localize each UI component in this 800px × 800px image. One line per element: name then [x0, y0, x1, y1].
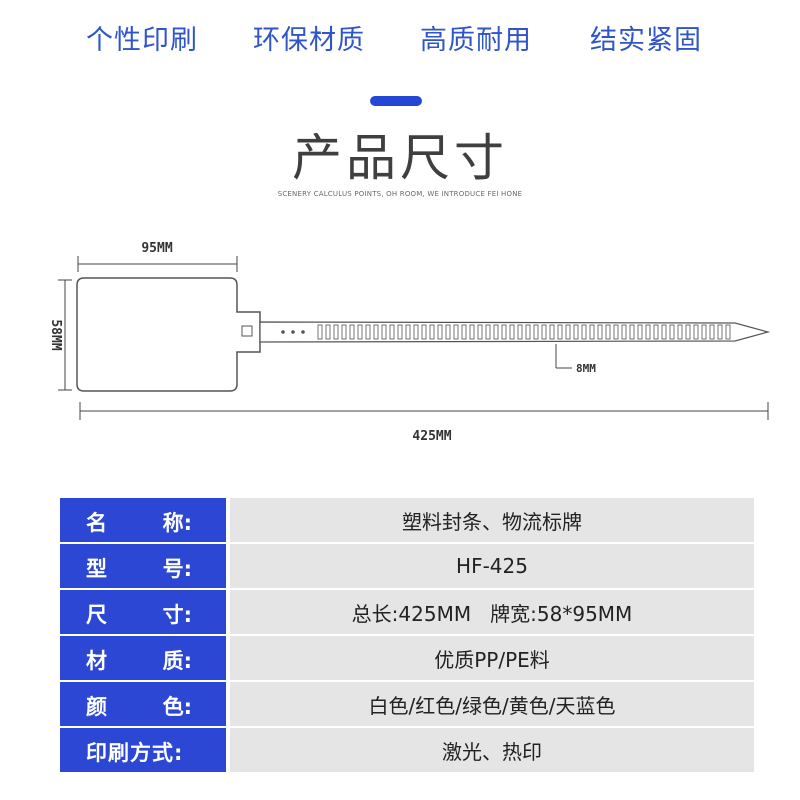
strap-tooth [397, 324, 403, 340]
strap-tooth [437, 324, 443, 340]
strap-tooth [613, 324, 619, 340]
tag-width-label: 95MM [141, 241, 172, 256]
strap-width-label: 8MM [576, 362, 596, 375]
strap-tooth [717, 324, 723, 340]
strap-tooth [501, 324, 507, 340]
strap-tooth [685, 324, 691, 340]
strap-tooth [557, 324, 563, 340]
spec-table: 名 称: 塑料封条、物流标牌 型 号: HF-425 尺 寸: 总长:425MM… [60, 498, 754, 774]
feature-secure: 结实紧固 [590, 25, 702, 56]
spec-label: 印刷方式: [60, 728, 226, 772]
spec-value: 激光、热印 [230, 728, 754, 772]
strap-tooth [653, 324, 659, 340]
feature-strip: 个性印刷 环保材质 高质耐用 结实紧固 [0, 18, 800, 62]
spec-row-model: 型 号: HF-425 [60, 544, 754, 588]
strap-tooth [477, 324, 483, 340]
strap-tooth [317, 324, 323, 340]
accent-bar [370, 96, 422, 106]
spec-label: 名 称: [60, 498, 226, 542]
feature-durable: 高质耐用 [420, 25, 532, 56]
spec-label: 型 号: [60, 544, 226, 588]
strap-tooth [701, 324, 707, 340]
tag-height-label: 58MM [48, 319, 63, 350]
strap-tooth [533, 324, 539, 340]
strap-tooth [413, 324, 419, 340]
strap-tooth [381, 324, 387, 340]
spec-label: 颜 色: [60, 682, 226, 726]
spec-row-size: 尺 寸: 总长:425MM 牌宽:58*95MM [60, 590, 754, 634]
strap-tooth [349, 324, 355, 340]
feature-eco-material: 环保材质 [253, 25, 365, 56]
spec-value: 白色/红色/绿色/黄色/天蓝色 [230, 682, 754, 726]
spec-row-color: 颜 色: 白色/红色/绿色/黄色/天蓝色 [60, 682, 754, 726]
strap-tooth [661, 324, 667, 340]
spec-row-printing: 印刷方式: 激光、热印 [60, 728, 754, 772]
spec-label: 尺 寸: [60, 590, 226, 634]
feature-custom-print: 个性印刷 [86, 25, 198, 56]
strap-tooth [421, 324, 427, 340]
spec-value: 塑料封条、物流标牌 [230, 498, 754, 542]
strap-tooth [517, 324, 523, 340]
strap-tooth [445, 324, 451, 340]
strap-tooth [333, 324, 339, 340]
width-dimension: 95MM [77, 241, 238, 272]
total-length-label: 425MM [412, 429, 451, 444]
strap-tooth [509, 324, 515, 340]
strap-tooth [493, 324, 499, 340]
section-subtitle: SCENERY CALCULUS POINTS, OH ROOM, WE INT… [277, 190, 523, 198]
spec-value: 优质PP/PE料 [230, 636, 754, 680]
spec-label: 材 质: [60, 636, 226, 680]
strap-tooth [405, 324, 411, 340]
strap-tooth [621, 324, 627, 340]
strap-tooth [429, 324, 435, 340]
length-dimension: 425MM [79, 402, 769, 444]
strap-tooth [589, 324, 595, 340]
strap-tooth [389, 324, 395, 340]
strap-tooth [669, 324, 675, 340]
section-title: 产品尺寸 [292, 129, 508, 187]
strap-tooth [709, 324, 715, 340]
strap-tooth [469, 324, 475, 340]
strap-tooth [373, 324, 379, 340]
strap-tooth [341, 324, 347, 340]
strap-tooth [693, 324, 699, 340]
spec-row-name: 名 称: 塑料封条、物流标牌 [60, 498, 754, 542]
strap-tooth [549, 324, 555, 340]
strap-tooth [485, 324, 491, 340]
spec-row-material: 材 质: 优质PP/PE料 [60, 636, 754, 680]
strap-tooth [597, 324, 603, 340]
strap-tooth [357, 324, 363, 340]
strap-tooth [573, 324, 579, 340]
strap-tooth [581, 324, 587, 340]
height-dimension: 58MM [48, 279, 72, 391]
seal-tag [76, 277, 771, 392]
strap-tooth [525, 324, 531, 340]
strap-tooth [565, 324, 571, 340]
spec-value: HF-425 [230, 544, 754, 588]
strap-tooth [637, 324, 643, 340]
spec-value: 总长:425MM 牌宽:58*95MM [230, 590, 754, 634]
strap-tooth [629, 324, 635, 340]
strap-tooth [725, 324, 731, 340]
strap-width-marker: 8MM [555, 344, 596, 375]
strap-tooth [541, 324, 547, 340]
strap-tooth [325, 324, 331, 340]
strap-tooth [605, 324, 611, 340]
strap-tooth [365, 324, 371, 340]
strap-tooth [677, 324, 683, 340]
strap-tooth [461, 324, 467, 340]
strap-tooth [453, 324, 459, 340]
strap-tooth [645, 324, 651, 340]
